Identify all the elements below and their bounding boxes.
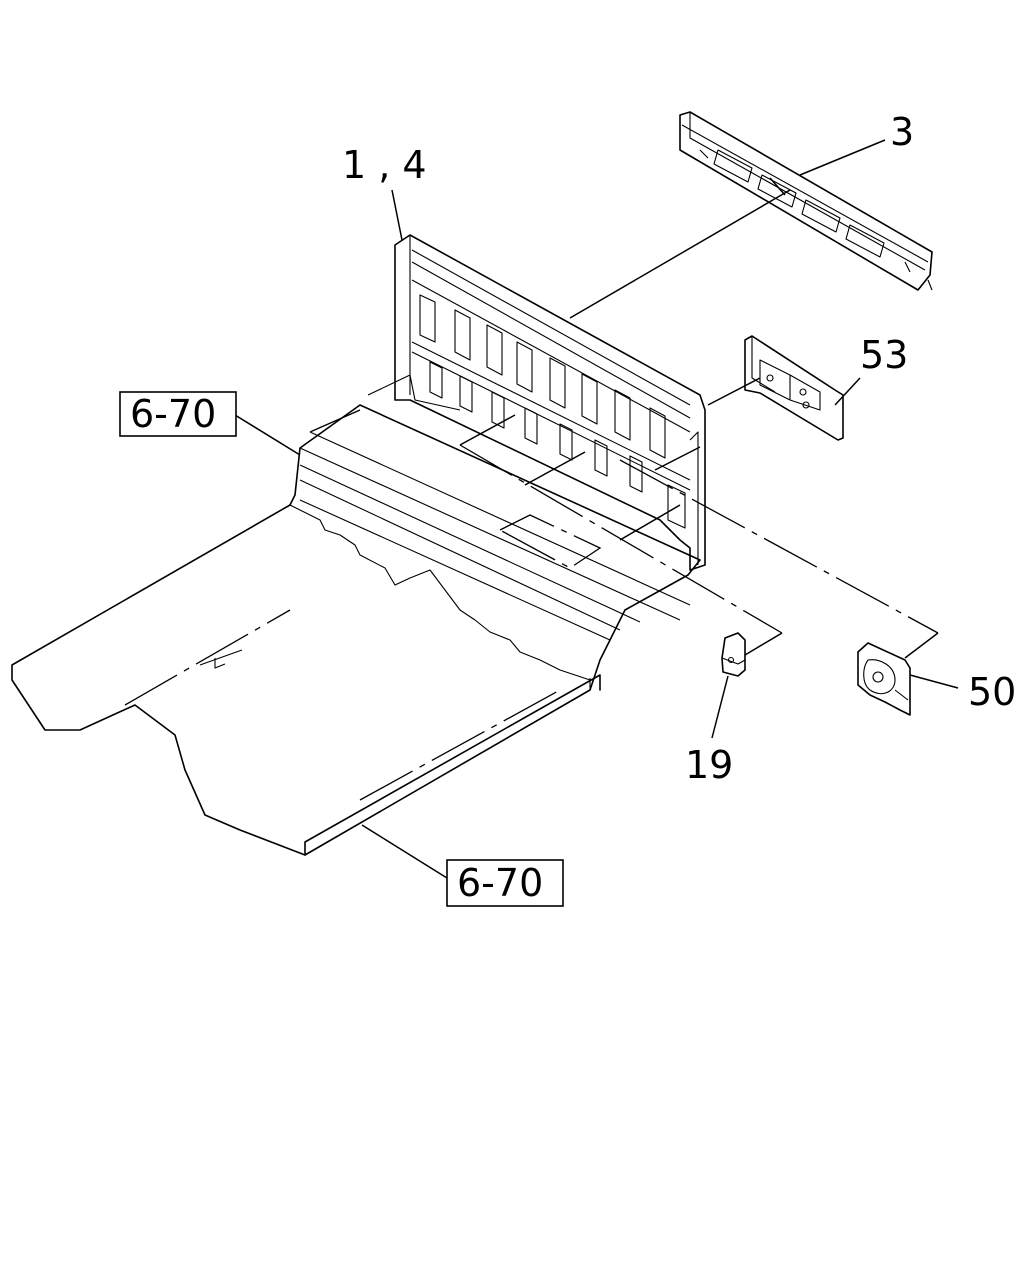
- callout-part-19: 19: [685, 743, 733, 787]
- ref-upper-label: 6-70: [130, 392, 216, 436]
- ref-lower-label: 6-70: [457, 861, 543, 905]
- callout-leaders: [234, 139, 959, 879]
- callout-part-53: 53: [860, 333, 908, 377]
- clip-19: [721, 632, 746, 677]
- callout-part-3: 3: [890, 110, 914, 154]
- callout-part-1-4: 1 , 4: [342, 143, 427, 187]
- assembly-lines: [459, 177, 939, 659]
- ref-box-upper[interactable]: 6-70: [119, 391, 237, 437]
- bracket-50: [857, 642, 911, 716]
- floor-panel: [11, 404, 701, 856]
- bracket-53: [744, 335, 844, 441]
- upper-rail: [679, 111, 933, 291]
- rear-panel: [367, 234, 706, 571]
- ref-box-lower[interactable]: 6-70: [446, 859, 564, 907]
- callout-part-50: 50: [968, 670, 1016, 714]
